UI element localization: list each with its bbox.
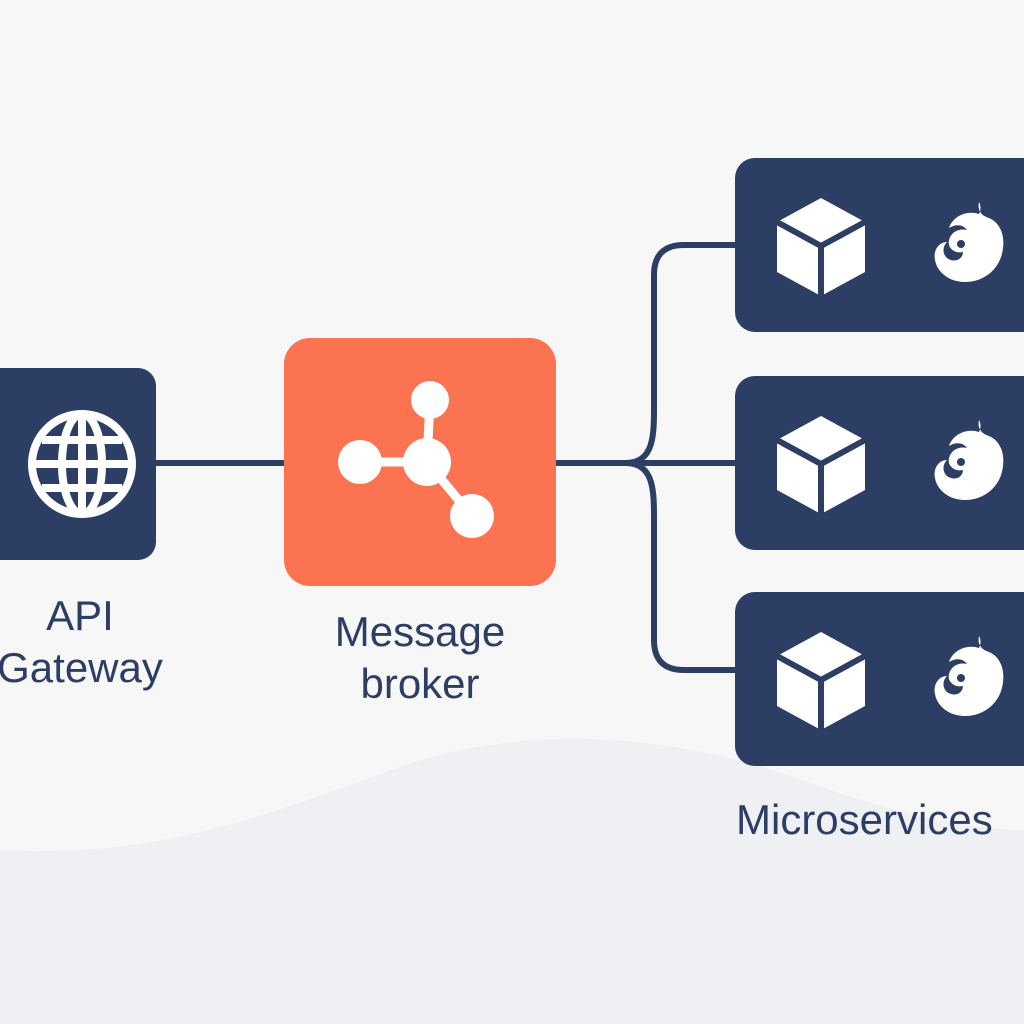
api-gateway-label: API Gateway <box>0 590 250 694</box>
background-wave <box>0 738 1024 1024</box>
connector-branch-top <box>622 242 738 466</box>
nestjs-icon <box>934 420 1004 500</box>
cube-icon <box>775 632 867 730</box>
nestjs-icon <box>934 636 1004 716</box>
message-broker-label-line2: broker <box>360 660 480 707</box>
microservice-node-2[interactable] <box>735 376 1024 550</box>
microservice-node-1[interactable] <box>735 158 1024 332</box>
message-broker-label: Message broker <box>270 606 570 710</box>
api-gateway-label-line2: Gateway <box>0 644 163 691</box>
message-broker-node[interactable] <box>284 338 556 586</box>
microservices-label: Microservices <box>736 796 993 843</box>
cube-icon <box>775 416 867 514</box>
microservice-node-3[interactable] <box>735 592 1024 766</box>
api-gateway-label-line1: API <box>46 592 114 639</box>
network-nodes-icon <box>338 381 494 538</box>
nestjs-icon <box>934 202 1004 282</box>
connectors <box>153 242 738 673</box>
cube-icon <box>775 198 867 296</box>
connector-branch-bottom <box>622 460 738 673</box>
message-broker-label-line1: Message <box>334 608 506 655</box>
globe-icon <box>28 410 136 518</box>
api-gateway-node[interactable] <box>0 368 156 560</box>
